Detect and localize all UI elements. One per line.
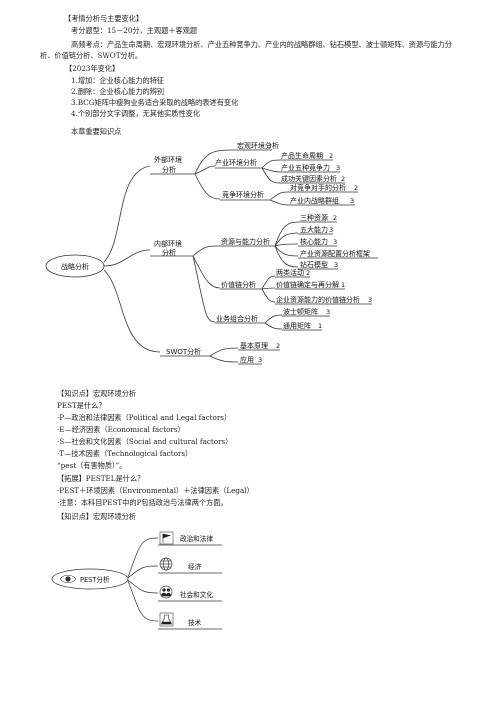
swot-item: 基本原理: [240, 341, 268, 350]
resource-mark: 3: [333, 238, 337, 246]
flag-icon: [162, 533, 172, 543]
value-chain-item: 价值链确定与再分解: [276, 280, 339, 289]
extend-line: ·PEST＋环境因素（Environmental）＋法律因素（Legal）: [57, 486, 254, 495]
resource-mark: 3: [334, 261, 338, 269]
value-chain-item: 企业资源能力的价值链分析: [276, 295, 360, 304]
pest-branch-social: 社会和文化: [180, 590, 213, 599]
resource-item: 钻石模型: [300, 260, 328, 269]
portfolio-mark: 1: [318, 322, 322, 330]
extend-heading: 【拓展】PESTEL是什么？: [57, 474, 145, 483]
value-chain-mark: 3: [368, 296, 372, 304]
internal-branch-line2: 分析: [162, 248, 176, 257]
pest-line: ·S—社会和文化因素（Social and cultural factors）: [57, 437, 233, 446]
macro-node: 宏观环境分析: [237, 141, 279, 150]
competitive-item: 产业内战略群组: [290, 196, 339, 205]
pest-branch-economic: 经济: [188, 562, 202, 571]
industry-node: 产业环境分析: [215, 158, 257, 167]
macro-mark: 3: [267, 142, 271, 150]
value-chain-mark: 2: [306, 269, 310, 277]
pest-center-outline: [51, 568, 129, 590]
external-branch: 外部环境: [154, 155, 182, 164]
pest-branch-political: 政治和法律: [180, 534, 213, 543]
extend-line: ·注意：本科目PEST中的P包括政治与法律两个方面。: [57, 498, 228, 507]
external-branch-line2: 分析: [162, 165, 176, 174]
pest-branch-tech: 技术: [188, 618, 202, 627]
globe-icon: [160, 557, 172, 571]
competitive-item: 对竞争对手的分析: [290, 183, 346, 192]
pest-center: PEST分析: [80, 575, 110, 584]
pest-line: ·E—经济因素（Economical factors）: [57, 425, 185, 434]
value-chain-mark: 1: [341, 281, 345, 289]
resource-node: 资源与能力分析: [221, 237, 270, 246]
flask-icon: [161, 614, 172, 625]
portfolio-item: 波士顿矩阵: [283, 307, 318, 316]
resource-mark: 3: [329, 226, 333, 234]
internal-branch: 内部环境: [154, 239, 182, 248]
pest-heading: 【知识点】宏观环境分析: [57, 512, 137, 521]
competitive-node: 竞争环境分析: [222, 190, 264, 199]
competitive-mark: 2: [354, 184, 358, 192]
change-item: 3.BCG矩阵中瘦狗业务适合采取的战略的表述有变化: [71, 98, 239, 107]
value-chain-node: 价值链分析: [221, 280, 256, 289]
macro-heading: 【知识点】宏观环境分析: [57, 389, 137, 398]
analysis-heading: 【考情分析与主要变化】: [64, 14, 144, 23]
pest-line: ·P—政治和法律因素（Political and Legal factors）: [57, 413, 232, 422]
swot-mark: 3: [258, 356, 262, 364]
industry-mark: 3: [336, 164, 340, 172]
swot-item: 应用: [240, 355, 254, 364]
macro-question: PEST是什么？: [57, 401, 106, 410]
people-icon-frame: [159, 585, 173, 599]
pest-line: “pest（有害物质）”。: [57, 461, 127, 470]
high-frequency-points: 高频考点：产品生命周期、宏观环境分析、产业五种竞争力、产业内的战略群组、钻石模型…: [40, 40, 452, 60]
change-heading: 【2023年变化】: [65, 64, 120, 73]
resource-item: 三种资源: [300, 213, 328, 222]
resource-item: 产业资源配置分析框架: [300, 249, 370, 258]
flag-icon-box: [159, 531, 174, 545]
swot-mark: 2: [276, 342, 280, 350]
pest-line: ·T—技术因素（Technological factors）: [57, 449, 193, 458]
eye-icon: [59, 574, 77, 584]
root-node: 战略分析: [61, 262, 89, 271]
industry-item: 产品生命周期: [281, 151, 323, 160]
resource-item: 五大能力: [300, 225, 328, 234]
swot-node: SWOT分析: [166, 347, 201, 356]
portfolio-node: 业务组合分析: [216, 314, 258, 323]
change-item: 1.增加：企业核心能力的特征: [71, 76, 165, 85]
industry-mark: 2: [341, 175, 345, 183]
industry-mark: 2: [329, 152, 333, 160]
resource-mark: 2: [333, 214, 337, 222]
change-item: 2.删除：企业核心能力的辨别: [71, 87, 165, 96]
resource-item: 核心能力: [300, 237, 328, 246]
people-icon: [161, 588, 172, 597]
exam-types: 考分题型：15－20分，主观题＋客观题: [71, 26, 198, 35]
industry-item: 产业五种竞争力: [281, 163, 330, 172]
flask-icon-box: [159, 612, 174, 627]
competitive-mark: 3: [350, 197, 354, 205]
change-item: 4.个别部分文字调整，无其他实质性变化: [71, 109, 201, 118]
key-points-label: 本章重要知识点: [71, 127, 122, 136]
portfolio-item: 通用矩阵: [283, 321, 311, 330]
portfolio-mark: 3: [326, 308, 330, 316]
industry-item: 成功关键因素分析: [281, 174, 337, 183]
value-chain-item: 两类活动: [276, 268, 304, 277]
